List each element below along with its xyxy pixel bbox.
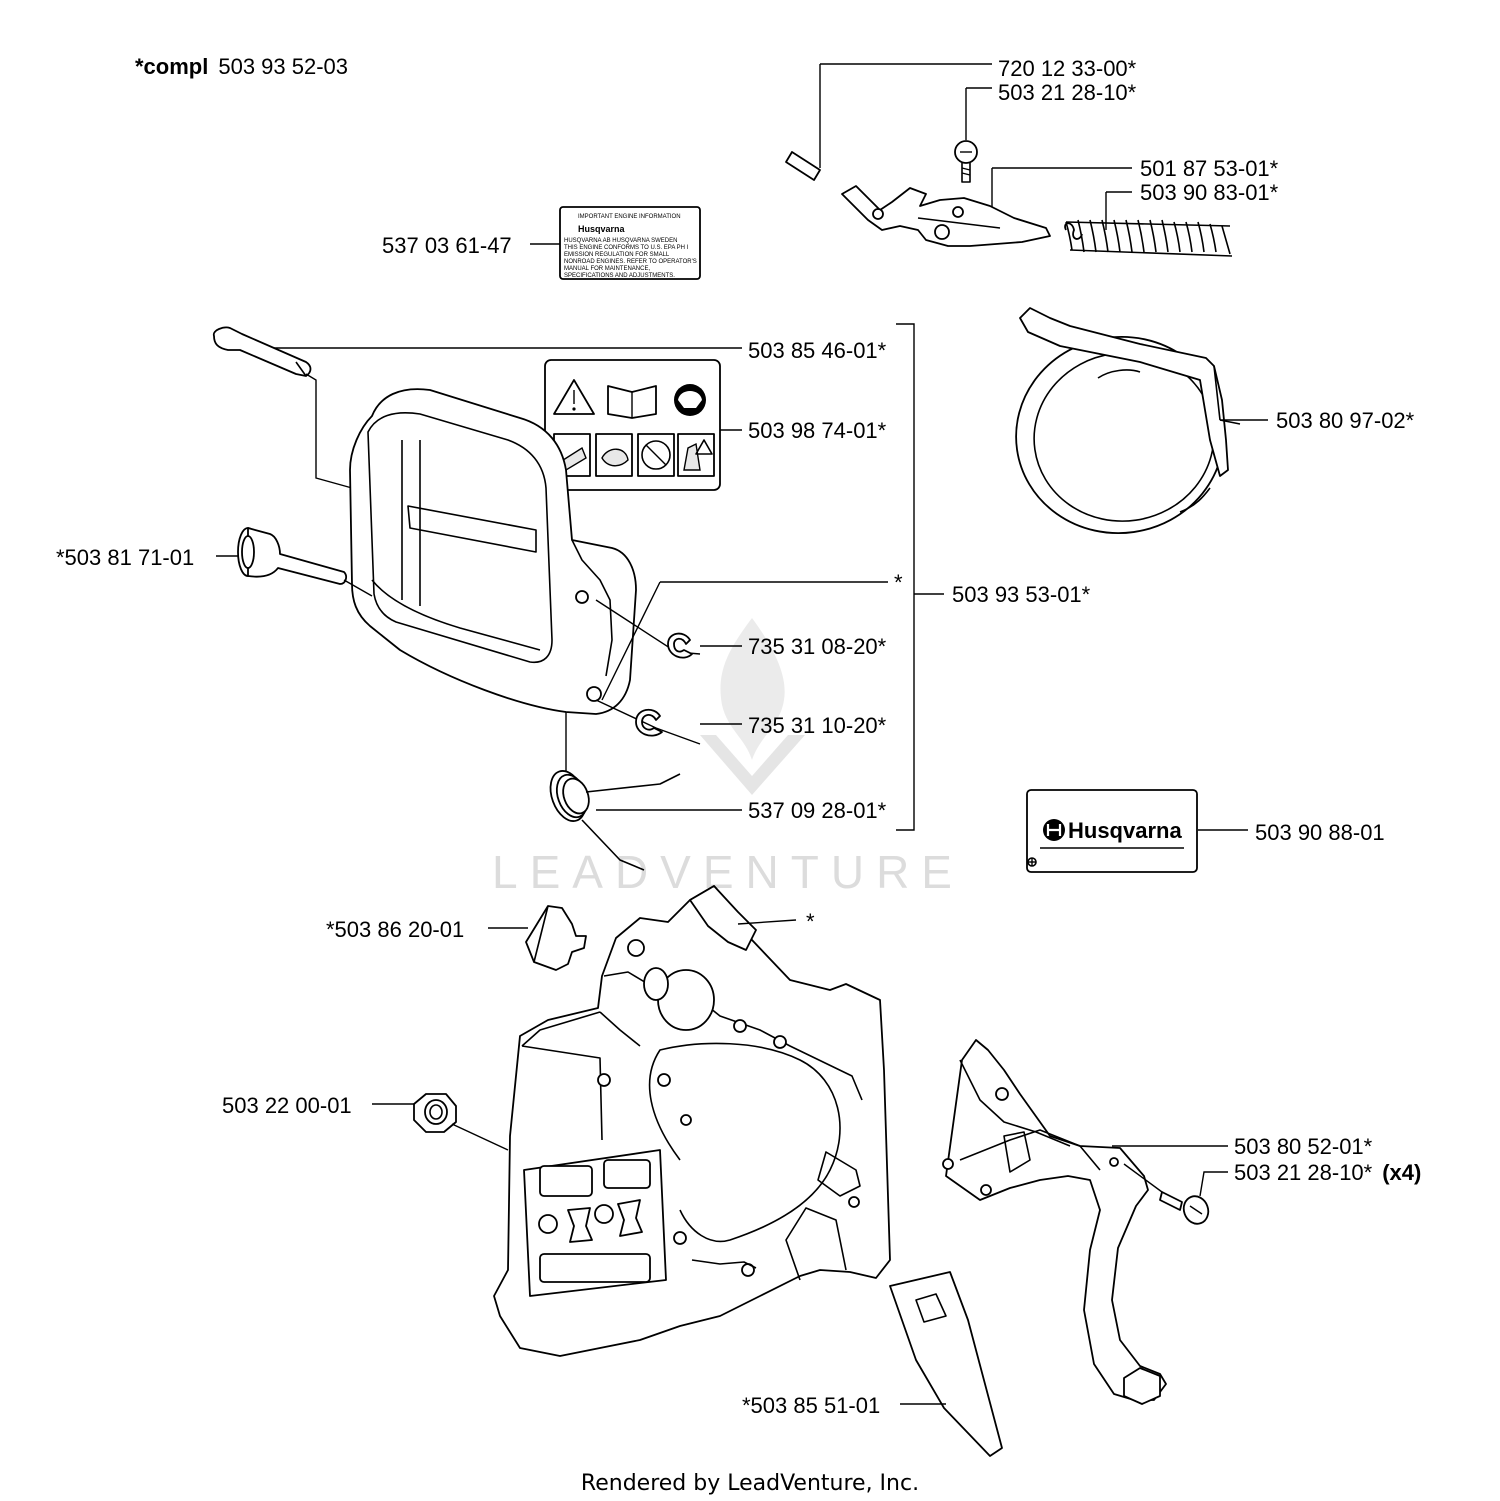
husqvarna-crown-icon [1046,824,1062,836]
callout-503-21-28-10-x4: 503 21 28-10* (x4) [1234,1160,1421,1185]
logo-decal-brand: Husqvarna [1068,818,1182,843]
callout-537-09-28-01: 537 09 28-01* [748,798,887,823]
clutch-cover-part [493,885,891,1357]
screw-x4-part: 503 21 28-10* (x4) [1123,1160,1421,1225]
circlip-735-31-10-20-part [635,708,663,737]
callout-503-86-20-01: *503 86 20-01 [326,917,464,942]
engine-info-decal: IMPORTANT ENGINE INFORMATION Husqvarna H… [382,206,701,280]
engine-info-line-6: MANUAL FOR MAINTENANCE, [564,266,650,272]
callout-503-85-46-01: 503 85 46-01* [748,338,887,363]
callout-star-1: * [894,570,903,595]
callout-503-93-53-01: 503 93 53-01* [952,582,1091,607]
engine-info-line-7: SPECIFICATIONS AND ADJUSTMENTS. [564,273,675,279]
engine-info-line-5: NONROAD ENGINES. REFER TO OPERATOR'S [564,259,697,265]
pin-part [785,151,821,181]
spring-part [1064,219,1233,257]
callout-503-90-83-01: 503 90 83-01* [1140,180,1279,205]
callout-537-03-61-47: 537 03 61-47 [382,233,512,258]
callout-503-90-88-01: 503 90 88-01 [1255,820,1385,845]
chain-guard-part: 503 80 52-01* [942,1039,1373,1405]
callout-735-31-10-20: 735 31 10-20* [748,713,887,738]
brake-lever-group: 720 12 33-00* 503 21 28-10* 501 87 53-01… [785,56,1279,257]
safety-decal [544,359,721,491]
clip-503-86-20-01-part: *503 86 20-01 [326,905,587,971]
middle-group-callouts: 503 85 46-01* 503 98 74-01* * 503 93 53-… [270,323,1091,831]
guard-pin-part [212,326,312,377]
callout-503-85-51-01: *503 85 51-01 [742,1393,880,1418]
callout-735-31-08-20: 735 31 08-20* [748,634,887,659]
bolt-503-81-71-01-part: *503 81 71-01 [56,527,373,597]
watermark-v-icon [700,735,805,795]
engine-info-line-1: IMPORTANT ENGINE INFORMATION [578,214,681,220]
hand-guard-part [212,326,701,778]
engine-info-line-2: HUSQVARNA AB HUSQVARNA SWEDEN [564,238,677,244]
engine-info-line-3: THIS ENGINE CONFORMS TO U.S. EPA PH I [564,245,689,251]
callout-503-98-74-01: 503 98 74-01* [748,418,887,443]
engine-info-brand: Husqvarna [578,224,626,234]
callout-503-80-97-02: 503 80 97-02* [1276,408,1415,433]
callout-503-21-28-10-x4-number: 503 21 28-10* [1234,1160,1373,1185]
nut-503-22-00-01-part: 503 22 00-01 [222,1093,509,1151]
footer-credit: Rendered by LeadVenture, Inc. [581,1471,919,1496]
circlip-735-31-08-20-part [667,632,693,659]
callout-503-22-00-01: 503 22 00-01 [222,1093,352,1118]
compl-label: *compl 503 93 52-03 [135,54,348,79]
callout-720-12-33-00: 720 12 33-00* [998,56,1137,81]
callout-503-81-71-01: *503 81 71-01 [56,545,194,570]
callout-503-80-52-01: 503 80 52-01* [1234,1134,1373,1159]
brake-band-part: 503 80 97-02* [1015,307,1415,535]
torsion-spring-part [549,770,681,871]
engine-info-line-4: EMISSION REGULATION FOR SMALL [564,252,670,258]
logo-decal: Husqvarna 503 90 88-01 [1026,789,1385,873]
compl-number: 503 93 52-03 [218,54,348,79]
brake-lever-part [841,185,1051,247]
compl-prefix: *compl [135,54,208,79]
callout-star-2: * [806,909,815,934]
watermark-text: LEADVENTURE [492,846,964,898]
callout-501-87-53-01: 501 87 53-01* [1140,156,1279,181]
callout-503-21-28-10-top: 503 21 28-10* [998,80,1137,105]
callout-x4-qty: (x4) [1382,1160,1421,1185]
plate-503-85-51-01-part: *503 85 51-01 [742,1271,1003,1457]
